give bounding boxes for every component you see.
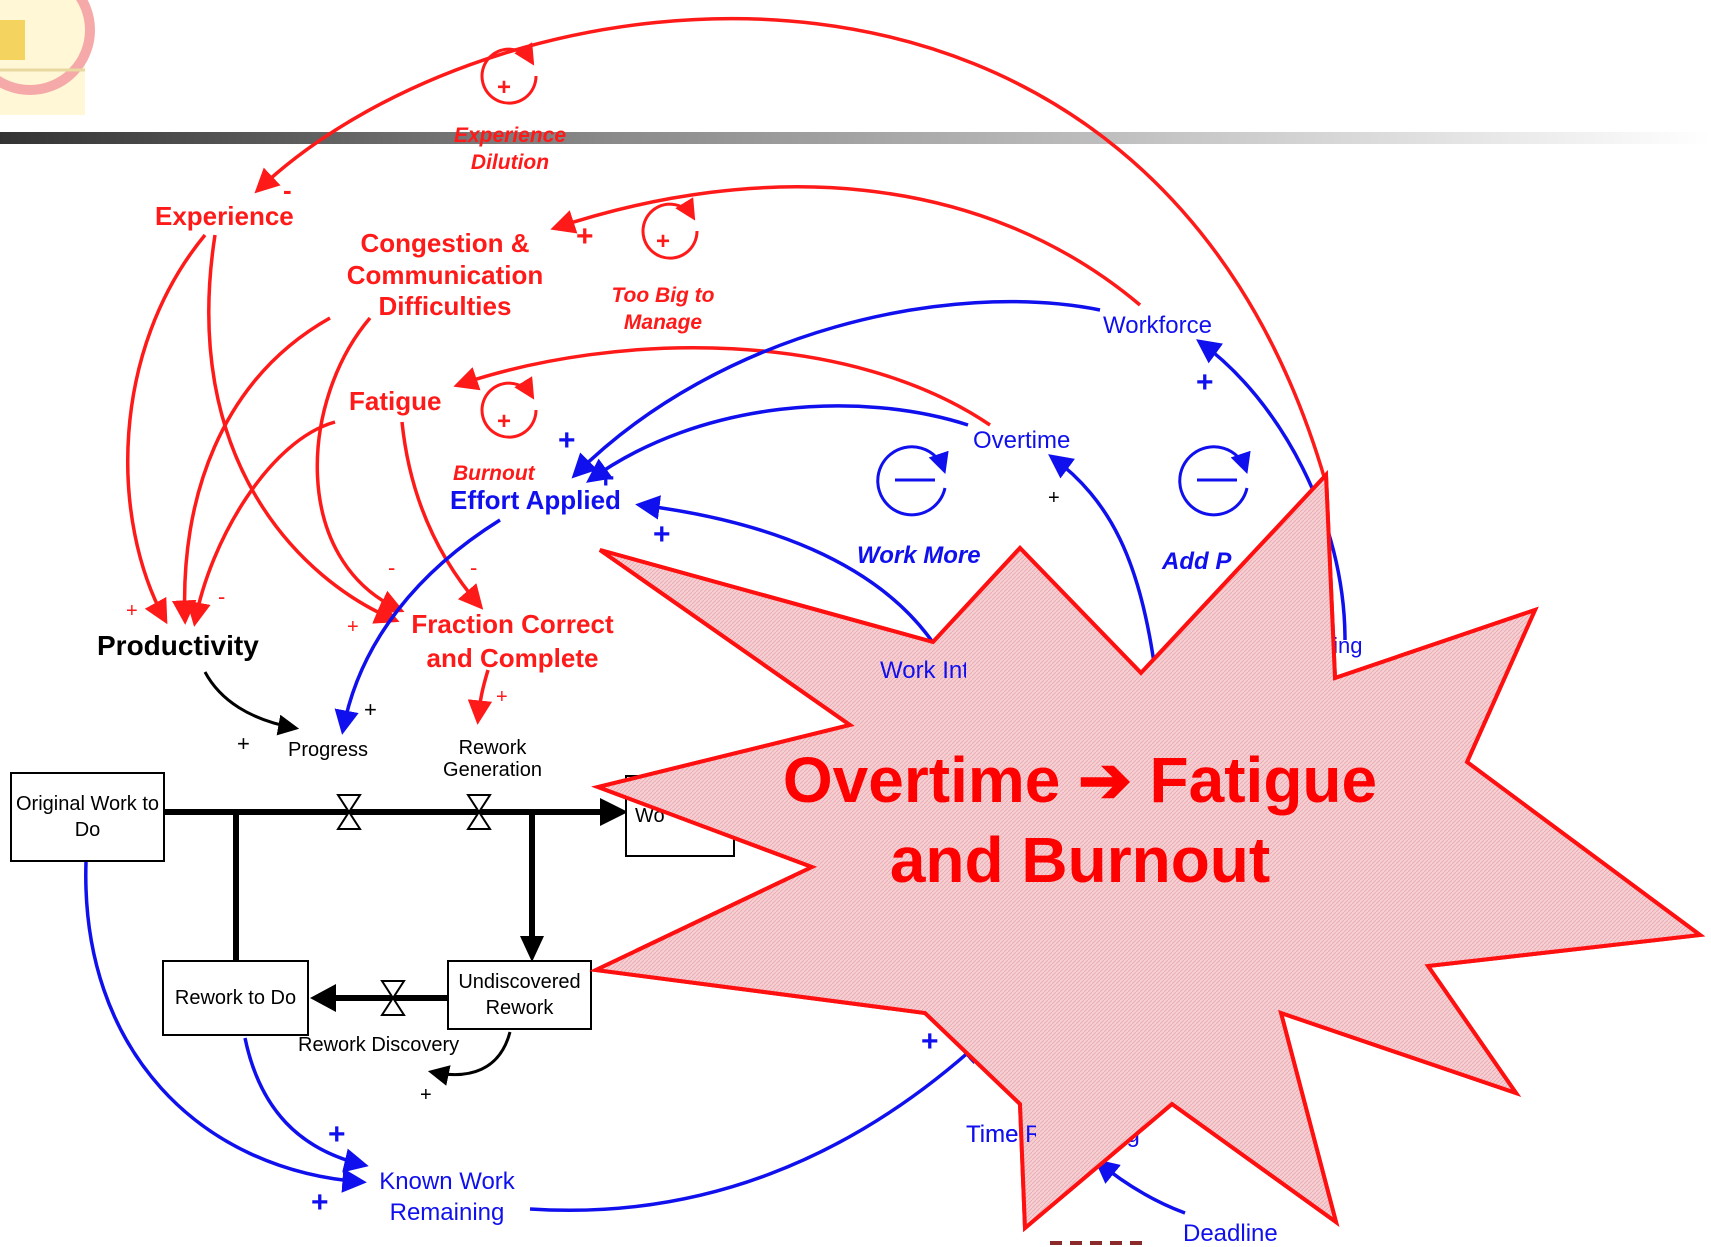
node-effort-required: ort R	[945, 1008, 998, 1035]
link-undiscovered-discovery	[427, 1031, 512, 1086]
polarity-fatigue-productivity: -	[218, 584, 226, 609]
link-overtime-effort	[586, 404, 969, 483]
stock-rework-to-do: Rework to Do	[162, 960, 309, 1036]
node-experience: Experience	[155, 201, 294, 231]
link-experience-productivity	[125, 233, 207, 625]
link-productivity-progress	[203, 671, 300, 736]
node-workforce: Workforce	[1103, 312, 1212, 339]
node-rework-discovery: Rework Discovery	[298, 1034, 460, 1056]
node-productivity: Productivity	[97, 630, 259, 661]
polarity-deadline-time: +	[1110, 1117, 1128, 1150]
black-links	[203, 671, 512, 1086]
node-work-intensity-visible: Work Int	[880, 657, 966, 684]
node-fraction-correct: Fraction Correct and Complete	[411, 609, 614, 673]
link-fraction-rework	[467, 669, 493, 725]
polarity-hiring-experience: -	[283, 175, 292, 205]
loop-label-work-more: Work More	[857, 542, 981, 569]
polarity-workforce-congestion: +	[576, 220, 594, 253]
link-known-effortrequired	[529, 1038, 984, 1213]
polarity-rework-known: +	[328, 1118, 346, 1151]
link-experience-fraction	[207, 234, 400, 624]
red-loop-icons	[480, 42, 699, 439]
node-hiring: Hiring	[1305, 633, 1363, 658]
callout-line-2: and Burnout	[889, 824, 1271, 896]
loop-sign-experience-dilution: +	[497, 74, 512, 101]
polarity-congestion-fraction: -	[388, 555, 396, 580]
loop-sign-too-big: +	[656, 228, 671, 255]
polarity-productivity-progress: +	[237, 731, 250, 756]
polarity-intensity-effort: +	[653, 518, 671, 551]
loop-label-too-big: Too Big to Manage	[611, 284, 715, 335]
loop-icon-experience-dilution	[480, 42, 538, 105]
valve-progress	[336, 794, 362, 830]
polarity-undiscovered-discovery: +	[420, 1084, 432, 1106]
node-time-remaining-visible: Time Remaining	[966, 1121, 1036, 1148]
polarity-known-effortrequired: +	[921, 1025, 939, 1058]
red-links	[125, 16, 1327, 725]
loop-icon-burnout	[480, 376, 538, 439]
node-fatigue: Fatigue	[349, 386, 442, 416]
polarity-fatigue-fraction: -	[470, 555, 478, 580]
callout-line-1: Overtime ➔ Fatigue	[782, 744, 1378, 816]
header-rule	[0, 132, 1711, 144]
stock-original-work: Original Work to Do	[10, 772, 165, 862]
loop-label-burnout: Burnout	[453, 462, 535, 485]
node-congestion: Congestion & Communication Difficulties	[346, 228, 544, 322]
node-rework-generation: Rework Generation	[443, 737, 542, 781]
valve-rework-generation	[466, 794, 492, 830]
link-workforce-congestion	[550, 185, 1142, 307]
link-workforce-effort	[571, 299, 1101, 479]
stock-undiscovered-rework: Undiscovered Rework	[447, 960, 592, 1030]
node-overtime: Overtime	[973, 427, 1071, 454]
link-fatigue-productivity	[186, 420, 336, 627]
node-progress: Progress	[288, 739, 369, 761]
polarity-original-known: +	[311, 1186, 329, 1219]
loop-sign-burnout: +	[497, 408, 512, 435]
loop-label-experience-dilution: Experience Dilution	[453, 124, 567, 175]
polarity-fraction-rework: +	[496, 686, 508, 708]
link-fatigue-fraction	[400, 421, 484, 610]
loop-icon-too-big	[641, 197, 699, 260]
link-overtime-fatigue	[453, 346, 991, 427]
node-known-work-remaining: Known Work Remaining	[379, 1168, 515, 1227]
corner-logo-icon	[0, 0, 95, 115]
polarity-experience-fraction: +	[347, 616, 359, 638]
polarity-intensity-overtime: +	[1048, 487, 1060, 509]
node-effort-applied: Effort Applied	[450, 485, 621, 515]
loop-label-add-people: Add P	[1162, 548, 1232, 575]
callout-text: Overtime ➔ Fatigue and Burnout	[700, 740, 1460, 900]
polarity-hiring-workforce: +	[1196, 366, 1214, 399]
polarity-effort-progress: +	[364, 697, 377, 722]
link-deadline-time	[1094, 1158, 1186, 1215]
valve-rework-discovery	[380, 980, 406, 1016]
link-effort-progress	[334, 518, 501, 735]
link-original-known	[84, 861, 367, 1193]
polarity-overtime-effort: +	[597, 462, 615, 495]
polarity-experience-productivity: +	[126, 600, 138, 622]
flow-valves	[336, 794, 492, 1016]
node-deadline: Deadline	[1183, 1220, 1278, 1247]
link-congestion-fraction	[315, 316, 405, 614]
link-rework-known	[243, 1037, 369, 1173]
link-hiring-experience	[254, 16, 1327, 481]
link-congestion-productivity	[171, 316, 331, 625]
blue-loop-icons	[876, 445, 1251, 517]
polarity-workforce-effort: +	[558, 424, 576, 457]
